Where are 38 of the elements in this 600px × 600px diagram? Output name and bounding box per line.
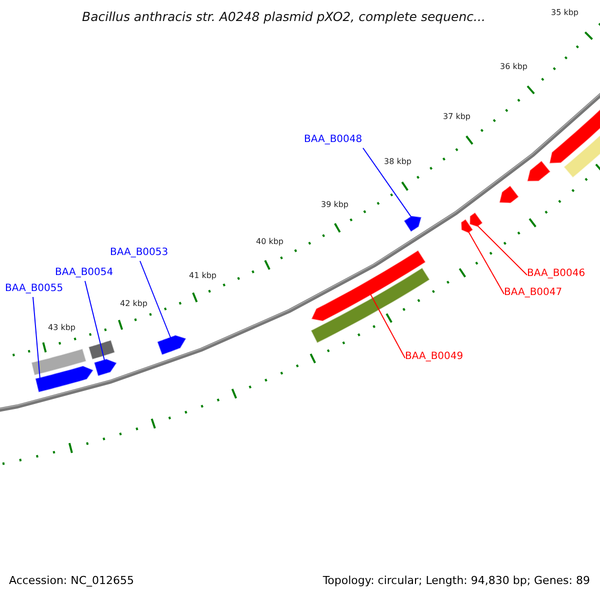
- gene-feature: [94, 358, 117, 376]
- scale-label: 35 kbp: [551, 8, 579, 18]
- scale-label: 36 kbp: [500, 62, 528, 72]
- gene-label: BAA_B0046: [527, 268, 586, 280]
- scale-label: 40 kbp: [256, 237, 284, 246]
- leader-line: [84, 280, 105, 360]
- gene-bar: [31, 348, 86, 376]
- genome-info-text: Topology: circular; Length: 94,830 bp; Genes: 89: [322, 575, 590, 588]
- gene-label: BAA_B0053: [110, 247, 168, 258]
- leader-line: [477, 225, 528, 276]
- leader-line: [370, 294, 406, 358]
- scale-label: 38 kbp: [384, 157, 412, 166]
- gene-feature: [470, 212, 483, 227]
- gene-label: BAA_B0048: [304, 134, 362, 146]
- gene-feature: [157, 335, 186, 355]
- gene-label: BAA_B0054: [55, 267, 114, 278]
- gene-feature: [461, 219, 473, 233]
- leader-line: [140, 260, 171, 338]
- gene-feature: [35, 366, 94, 392]
- gene-feature: [499, 186, 519, 204]
- gene-label: BAA_B0055: [5, 283, 64, 294]
- map-title: Bacillus anthracis str. A0248 plasmid pXO2, complete sequenc...: [82, 10, 486, 24]
- gene-label: BAA_B0049: [405, 351, 464, 362]
- accession-text: Accession: NC_012655: [9, 575, 134, 588]
- gene-feature: [311, 250, 426, 322]
- gene-label: BAA_B0047: [504, 287, 562, 298]
- gene-bar: [310, 268, 430, 343]
- leader-line: [362, 148, 412, 218]
- scale-label: 41 kbp: [189, 271, 217, 280]
- gene-feature: [404, 216, 422, 232]
- scale-label: 43 kbp: [48, 323, 76, 332]
- scale-label: 37 kbp: [443, 112, 471, 122]
- leader-line: [468, 232, 504, 294]
- gene-bar: [88, 340, 115, 360]
- leader-line: [32, 296, 40, 378]
- scale-label: 42 kbp: [120, 299, 148, 308]
- gene-feature: [527, 160, 550, 182]
- scale-label: 39 kbp: [321, 200, 349, 210]
